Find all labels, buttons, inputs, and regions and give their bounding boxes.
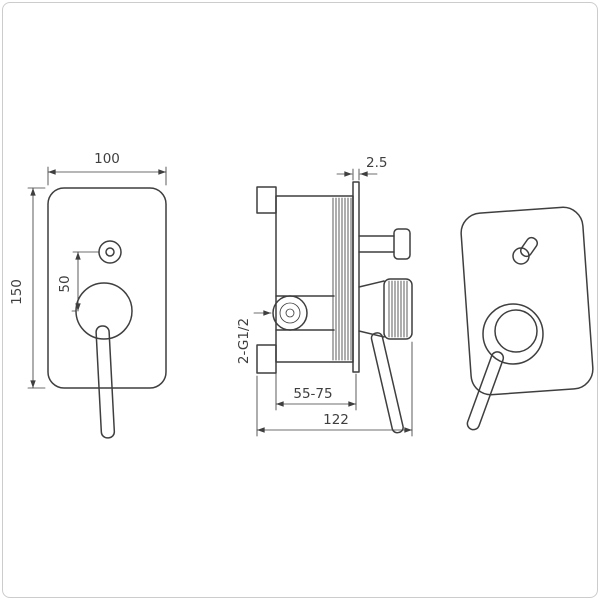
perspective-view [460,206,594,431]
thread-hatching [332,197,352,361]
dim-thread-spec: 2-G1/2 [236,310,272,364]
mounting-tab-bottom [256,344,277,374]
valve-body [275,195,354,363]
dim-mounting-depth: 55-75 [275,363,357,411]
dim-thread-spec-label: 2-G1/2 [236,318,252,364]
handle-lever [95,325,116,439]
inlet-port-center [285,308,295,318]
perspective-plate [460,206,594,396]
perspective-diverter-base [512,247,530,265]
perspective-diverter-stub [519,236,539,258]
diverter-stub-cap [393,228,411,260]
handle-base-circle [75,282,133,340]
dim-front-height-label: 150 [9,279,25,305]
knurl-hatching [388,280,408,338]
inlet-port-outer [272,295,308,331]
diverter-button-inner [105,247,115,257]
dim-plate-thickness: 2.5 [336,155,387,181]
perspective-handle-outer [482,303,544,365]
diverter-stub-side [358,228,411,260]
dim-button-spacing: 50 [57,251,100,312]
wall-plate-edge [352,181,360,373]
dim-mounting-depth-label: 55-75 [293,386,332,402]
perspective-handle-lever [466,351,505,431]
front-plate [47,187,167,389]
dim-plate-thickness-label: 2.5 [366,155,387,171]
dim-front-width: 100 [47,151,167,186]
inlet-port-middle [279,302,301,324]
dim-front-width-label: 100 [94,151,120,167]
mounting-tab-top [256,186,277,214]
dim-overall-depth-label: 122 [323,412,349,428]
diverter-button-outer [98,240,122,264]
side-view: 2.5 2-G1/2 55-75 122 [236,155,413,437]
handle-lever-side [370,332,404,434]
dim-button-spacing-label: 50 [57,275,73,292]
knurled-cap [383,278,413,340]
dim-front-height: 150 [9,187,46,389]
dim-overall-depth: 122 [256,341,413,437]
front-view: 100 150 50 [9,151,167,439]
perspective-handle-inner [494,309,538,353]
spindle-side [358,278,413,340]
